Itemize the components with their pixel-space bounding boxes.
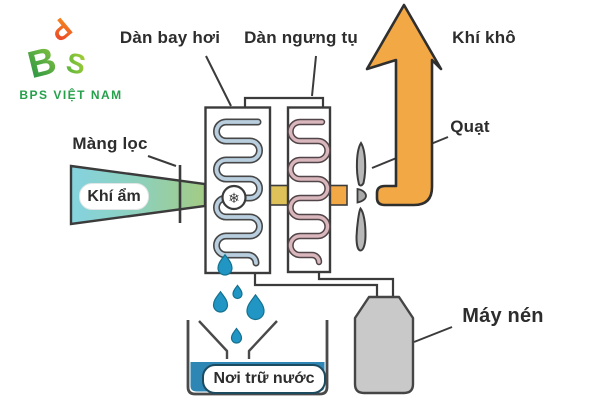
fan-label: Quạt <box>450 117 490 136</box>
compressor-tank <box>353 295 415 395</box>
fan-hub <box>356 187 367 204</box>
fan-blade-top <box>355 141 367 187</box>
water-tank-label: Nơi trữ nước <box>213 370 315 387</box>
droplet <box>246 293 265 321</box>
evaporator-coil <box>214 120 262 265</box>
fan-blade-bottom <box>355 206 367 252</box>
drip-funnel <box>198 320 278 359</box>
dry-air-label: Khí khô <box>452 28 516 47</box>
filter-pointer-line <box>147 155 177 167</box>
compressor-pointer-line <box>413 326 453 343</box>
housing-bracket <box>243 96 325 107</box>
condenser-coil <box>288 120 330 264</box>
brand-text: BPS VIỆT NAM <box>19 88 123 102</box>
condenser <box>286 106 332 274</box>
dry-air-arrow <box>365 3 443 207</box>
droplet <box>232 284 243 300</box>
condenser-box <box>286 106 332 274</box>
condenser-pointer-line <box>311 55 317 97</box>
logo-letter-s: S <box>64 47 89 81</box>
water-tank-badge: Nơi trữ nước <box>202 364 326 394</box>
cold-badge <box>221 184 247 211</box>
humid-air-badge: Khí ẩm <box>79 183 149 210</box>
brand-logo: P B S <box>24 12 89 87</box>
condenser-pipe <box>317 271 395 297</box>
fan-icon <box>355 141 367 252</box>
filter-label: Màng lọc <box>72 134 148 153</box>
evaporator: ❄ <box>204 106 272 275</box>
air-band-yellow <box>267 184 291 206</box>
logo-letter-b: B <box>24 40 61 87</box>
snowflake-icon: ❄ <box>228 190 240 206</box>
droplet <box>230 327 243 344</box>
water-droplets <box>212 253 265 344</box>
droplet <box>217 253 233 276</box>
compressor-label: Máy nén <box>462 305 544 327</box>
droplet <box>212 290 229 313</box>
evaporator-label: Dàn bay hơi <box>119 28 221 47</box>
evaporator-pipe <box>253 272 379 299</box>
humid-air-label: Khí ẩm <box>87 187 141 205</box>
condenser-label: Dàn ngưng tụ <box>244 28 358 47</box>
evaporator-pointer-line <box>205 55 232 107</box>
air-band-orange <box>328 184 348 206</box>
